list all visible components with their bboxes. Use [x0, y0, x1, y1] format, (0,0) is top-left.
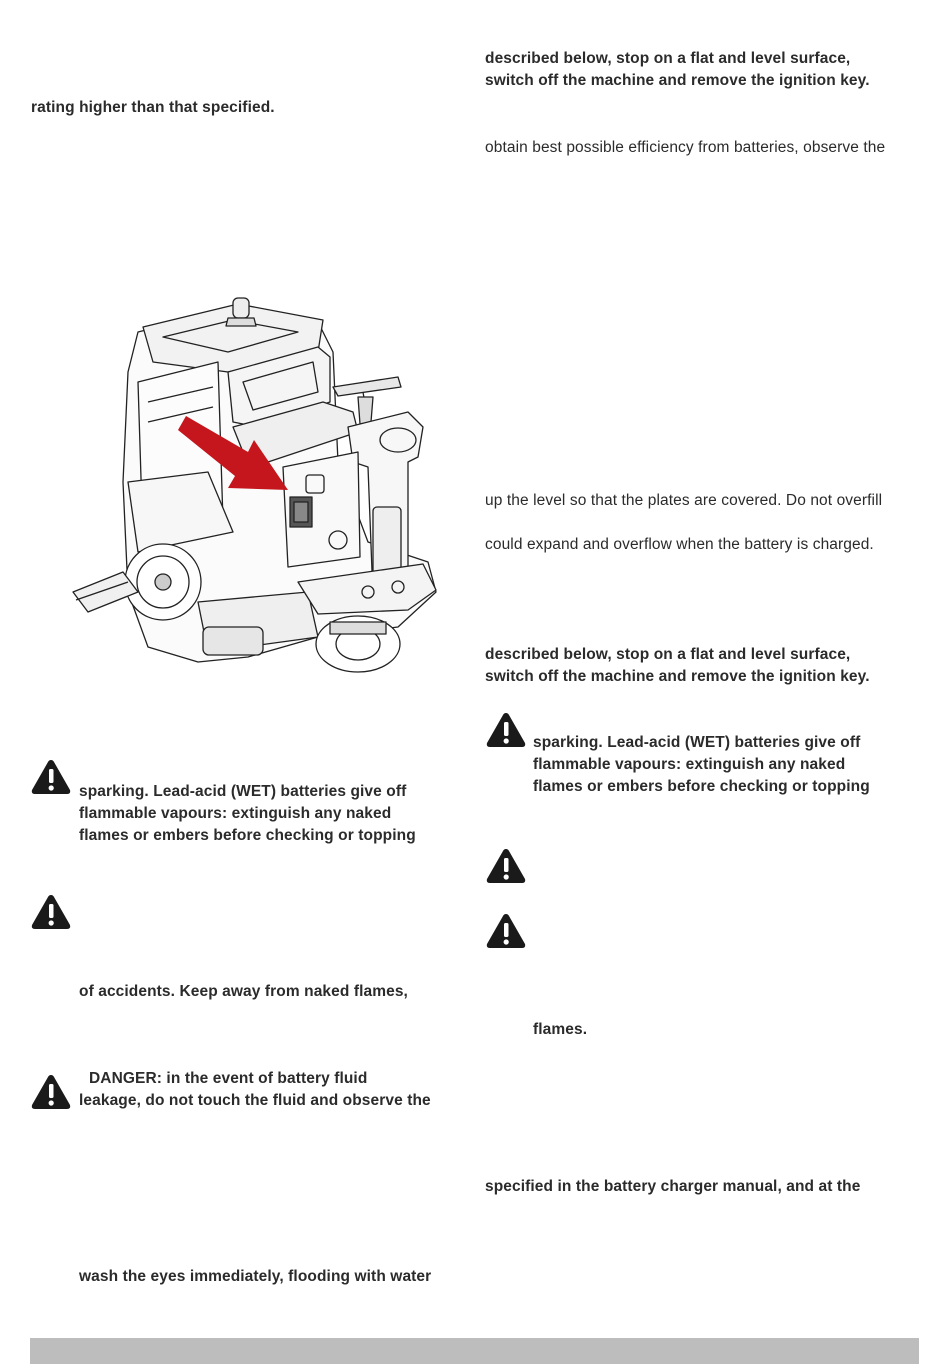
plates-line: up the level so that the plates are cove… — [485, 492, 883, 509]
efficiency-line: obtain best possible efficiency from bat… — [485, 139, 886, 156]
stop-block1-line2: switch off the machine and remove the ig… — [485, 72, 870, 89]
warning3-line1: DANGER: in the event of battery fluid — [89, 1070, 368, 1087]
warning1-line3: flames or embers before checking or topp… — [79, 827, 416, 844]
warning-triangle-icon — [486, 849, 526, 883]
expand-line: could expand and overflow when the batte… — [485, 536, 874, 553]
charger-line: specified in the battery charger manual,… — [485, 1178, 861, 1195]
footer-bar — [30, 1338, 919, 1364]
flames-line: flames. — [533, 1021, 588, 1038]
stop-block2-line1: described below, stop on a flat and leve… — [485, 646, 851, 663]
warning-triangle-icon — [31, 895, 71, 929]
machine-illustration — [68, 292, 448, 680]
stop-block1-line1: described below, stop on a flat and leve… — [485, 50, 851, 67]
warning-triangle-icon — [486, 713, 526, 747]
warning4-line2: flammable vapours: extinguish any naked — [533, 756, 846, 773]
warning2-line: of accidents. Keep away from naked flame… — [79, 983, 408, 1000]
rating-line: rating higher than that specified. — [31, 99, 275, 116]
warning-triangle-icon — [31, 760, 71, 794]
warning4-line3: flames or embers before checking or topp… — [533, 778, 870, 795]
warning3-line2: leakage, do not touch the fluid and obse… — [79, 1092, 431, 1109]
warning1-line2: flammable vapours: extinguish any naked — [79, 805, 392, 822]
eyes-line: wash the eyes immediately, flooding with… — [79, 1268, 432, 1285]
warning-triangle-icon — [486, 914, 526, 948]
stop-block2-line2: switch off the machine and remove the ig… — [485, 668, 870, 685]
warning1-line1: sparking. Lead-acid (WET) batteries give… — [79, 783, 407, 800]
warning4-line1: sparking. Lead-acid (WET) batteries give… — [533, 734, 861, 751]
warning-triangle-icon — [31, 1075, 71, 1109]
